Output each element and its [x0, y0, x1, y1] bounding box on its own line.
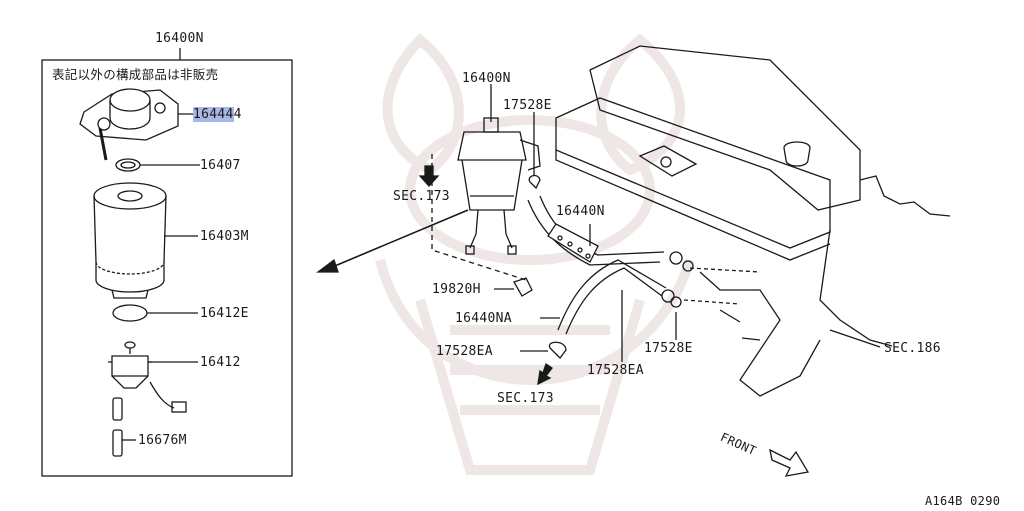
inset-frame [41, 59, 293, 477]
part-label-16444: 164444 [193, 107, 242, 122]
hose-16440NA [540, 259, 667, 335]
filter-cartridge-16403M [93, 182, 167, 299]
part-label-19820H: 19820H [432, 282, 481, 297]
part-label-16444-tail: 4 [233, 107, 242, 122]
part-label-17528EA-mid: 17528EA [587, 363, 644, 378]
clip-17528E-top [528, 174, 541, 190]
filter-assembly-16400N [431, 84, 541, 281]
part-label-16412E: 16412E [200, 306, 249, 321]
part-label-17528EA-left: 17528EA [436, 344, 493, 359]
part-label-16440NA: 16440NA [455, 311, 512, 326]
engine-block [555, 45, 951, 397]
o-ring-16407 [115, 158, 141, 172]
sec-label-186: SEC.186 [884, 341, 941, 356]
sec173-arrow-bottom [537, 362, 553, 386]
sensor-16412 [108, 341, 198, 413]
part-label-16444-text: 16444 [193, 107, 234, 122]
clamps-engine-side [621, 251, 761, 362]
hose-16676M [112, 397, 136, 457]
clip-19820H [513, 277, 533, 297]
hose-16440N [527, 195, 665, 266]
part-label-17528E-right: 17528E [644, 341, 693, 356]
filter-head-16444 [79, 88, 179, 161]
sec-label-173-top: SEC.173 [393, 189, 450, 204]
sec173-arrow-top [418, 165, 440, 187]
part-label-16440N: 16440N [556, 204, 605, 219]
figure-code: A164B 0290 [925, 494, 1001, 508]
part-label-16412: 16412 [200, 355, 241, 370]
front-arrow [769, 448, 810, 477]
inset-note: 表記以外の構成部品は非販売 [52, 67, 219, 82]
clip-17528EA-left [548, 341, 567, 359]
inset-title: 16400N [155, 31, 204, 46]
sec-label-173-bottom: SEC.173 [497, 391, 554, 406]
part-label-16400N: 16400N [462, 71, 511, 86]
pointer-arrow [329, 209, 469, 269]
part-label-16403M: 16403M [200, 229, 249, 244]
part-label-16407: 16407 [200, 158, 241, 173]
part-label-17528E-top: 17528E [503, 98, 552, 113]
part-label-16676M: 16676M [138, 433, 187, 448]
gasket-16412E [112, 304, 148, 322]
